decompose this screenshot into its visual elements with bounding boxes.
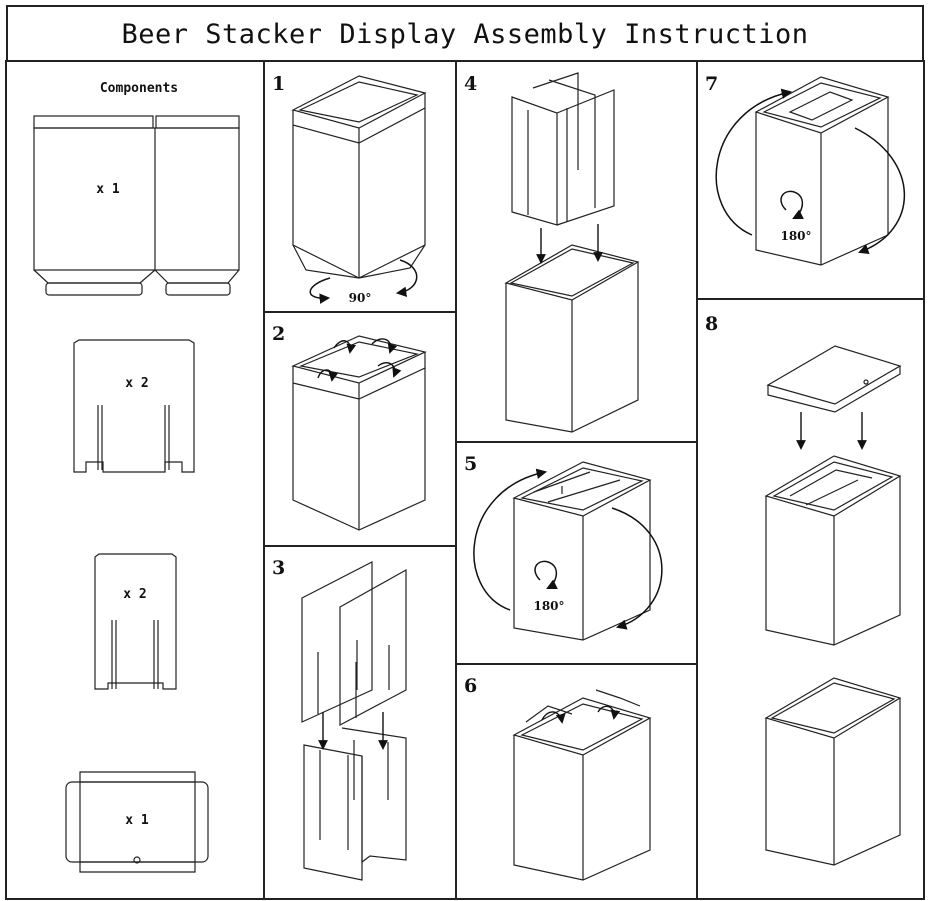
step-5-angle: 180° bbox=[533, 599, 564, 613]
step-7-angle: 180° bbox=[780, 229, 811, 243]
step-4-number: 4 bbox=[464, 73, 477, 95]
sheet-title: Beer Stacker Display Assembly Instructio… bbox=[6, 5, 924, 61]
components-heading: Components bbox=[100, 81, 178, 96]
step-8-panel: 8 bbox=[705, 313, 902, 866]
step-2-number: 2 bbox=[272, 323, 285, 345]
grid-frame bbox=[5, 60, 925, 900]
step-5-number: 5 bbox=[464, 453, 477, 475]
step-2-panel: 2 bbox=[272, 323, 427, 531]
step-4-panel: 4 bbox=[464, 72, 640, 433]
outer-box-blank bbox=[33, 115, 240, 296]
step-7-number: 7 bbox=[705, 73, 718, 95]
components-panel: Components x 1 x 2 bbox=[33, 81, 240, 873]
step-8-number: 8 bbox=[705, 313, 718, 335]
step-1-panel: 1 90° bbox=[272, 73, 427, 305]
step-3-panel: 3 bbox=[272, 557, 407, 881]
short-divider-blank bbox=[94, 553, 177, 690]
step-1-number: 1 bbox=[272, 73, 285, 95]
lid-blank bbox=[65, 771, 209, 873]
step-6-panel: 6 bbox=[464, 675, 652, 881]
short-divider-qty: x 2 bbox=[123, 587, 146, 602]
step-6-number: 6 bbox=[464, 675, 477, 697]
long-divider-qty: x 2 bbox=[125, 376, 148, 391]
long-divider-blank bbox=[73, 339, 195, 473]
step-3-number: 3 bbox=[272, 557, 285, 579]
step-7-panel: 7 180° bbox=[705, 73, 906, 266]
step-1-angle: 90° bbox=[349, 291, 372, 305]
outer-box-qty: x 1 bbox=[96, 182, 120, 197]
lid-blank-qty: x 1 bbox=[125, 813, 149, 828]
step-5-panel: 5 180° bbox=[464, 453, 663, 641]
